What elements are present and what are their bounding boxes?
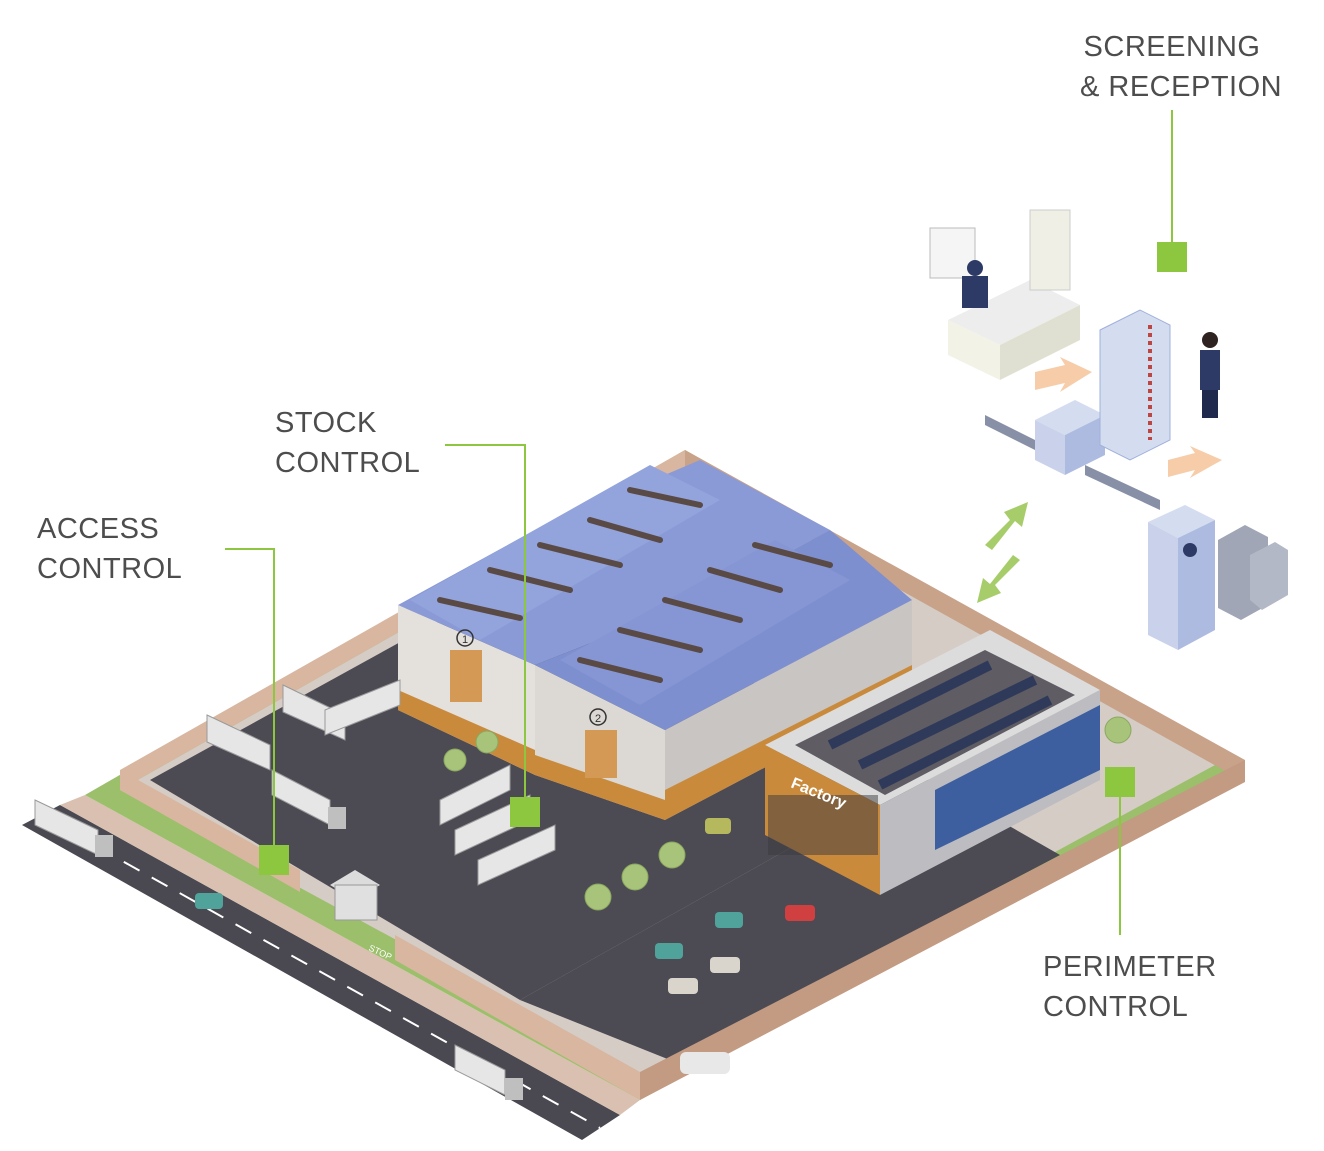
stock-callout-line: [445, 444, 526, 805]
screening-label-line1: SCREENING: [1083, 31, 1261, 63]
cars: [195, 818, 815, 1074]
screening-reception-label: SCREENING & RECEPTION: [1080, 27, 1283, 107]
stock-label-line1: STOCK: [275, 407, 377, 439]
perimeter-marker: [1105, 767, 1135, 797]
screening-label-line2: & RECEPTION: [1080, 71, 1283, 103]
screening-reception-illustration: [929, 209, 1288, 650]
stock-label-line2: CONTROL: [275, 447, 421, 479]
access-label-line1: ACCESS: [37, 513, 160, 545]
gatehouse: STOP: [330, 870, 393, 962]
trucks: [34, 679, 556, 1100]
callouts: [225, 110, 1173, 935]
access-callout-line: [225, 548, 275, 850]
callout-markers: [259, 242, 1187, 875]
access-label-line2: CONTROL: [37, 553, 183, 585]
door-1-number: 1: [462, 634, 468, 646]
access-control-label: ACCESS CONTROL: [37, 509, 182, 589]
stock-control-label: STOCK CONTROL: [275, 403, 420, 483]
door-2-number: 2: [595, 713, 601, 725]
perimeter-label-line2: CONTROL: [1043, 991, 1189, 1023]
trees: [443, 716, 1132, 911]
stock-marker: [510, 797, 540, 827]
office-building: Factory: [765, 630, 1100, 895]
screening-marker: [1157, 242, 1187, 272]
perimeter-label-line1: PERIMETER: [1043, 951, 1217, 983]
warehouse: 1 2: [398, 460, 912, 820]
access-marker: [259, 845, 289, 875]
perimeter-control-label: PERIMETER CONTROL: [1043, 947, 1217, 1027]
